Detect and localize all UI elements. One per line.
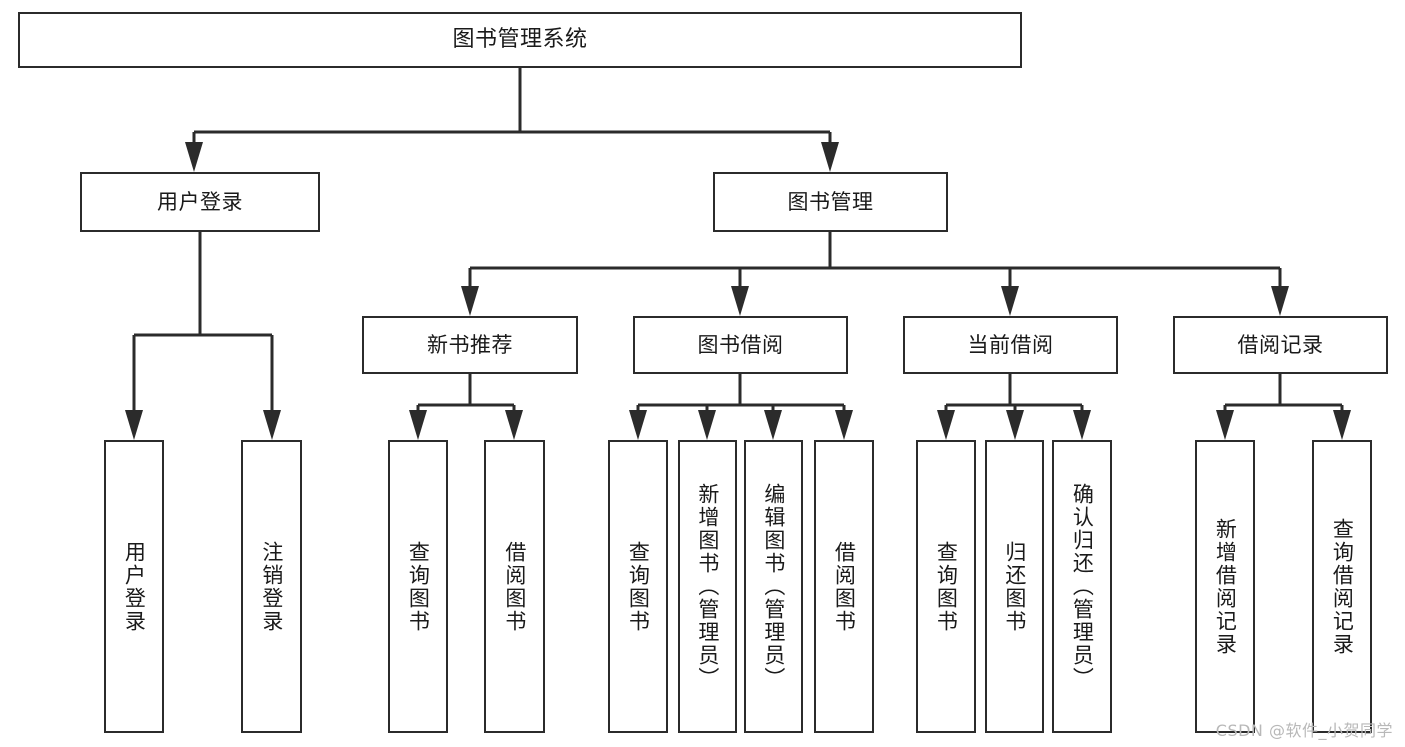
node-label: 图书管理	[787, 189, 874, 214]
arrowhead-icon	[1073, 410, 1091, 440]
node-new-book-recommend[interactable]: 新书推荐	[362, 316, 578, 374]
node-leaf-logout[interactable]: 注销登录	[241, 440, 302, 733]
node-label: 新增图书（管理员）	[695, 483, 720, 690]
node-leaf-query-borrow-record[interactable]: 查询借阅记录	[1312, 440, 1372, 733]
node-label: 确认归还（管理员）	[1070, 483, 1095, 690]
node-leaf-user-login[interactable]: 用户登录	[104, 440, 164, 733]
arrowhead-icon	[461, 286, 479, 316]
arrowhead-icon	[937, 410, 955, 440]
node-book-manage[interactable]: 图书管理	[713, 172, 948, 232]
arrowhead-icon	[505, 410, 523, 440]
arrowhead-icon	[764, 410, 782, 440]
node-label: 编辑图书（管理员）	[761, 483, 786, 690]
node-user-login[interactable]: 用户登录	[80, 172, 320, 232]
arrowhead-icon	[1001, 286, 1019, 316]
node-leaf-edit-book-admin[interactable]: 编辑图书（管理员）	[744, 440, 803, 733]
node-root[interactable]: 图书管理系统	[18, 12, 1022, 68]
node-label: 用户登录	[122, 540, 147, 633]
arrowhead-icon	[1006, 410, 1024, 440]
arrowhead-icon	[629, 410, 647, 440]
node-leaf-borrow-book-2[interactable]: 借阅图书	[814, 440, 874, 733]
node-label: 借阅记录	[1237, 332, 1324, 357]
node-leaf-add-borrow-record[interactable]: 新增借阅记录	[1195, 440, 1255, 733]
node-leaf-add-book-admin[interactable]: 新增图书（管理员）	[678, 440, 737, 733]
node-current-borrow[interactable]: 当前借阅	[903, 316, 1118, 374]
node-label: 借阅图书	[832, 540, 857, 633]
node-label: 查询图书	[626, 540, 651, 633]
arrowhead-icon	[835, 410, 853, 440]
edge-lines	[132, 68, 1344, 433]
node-label: 借阅图书	[502, 540, 527, 633]
node-label: 当前借阅	[967, 332, 1054, 357]
edge-arrowheads	[125, 142, 1351, 440]
node-leaf-borrow-book-1[interactable]: 借阅图书	[484, 440, 545, 733]
node-book-borrow[interactable]: 图书借阅	[633, 316, 848, 374]
node-leaf-query-book-3[interactable]: 查询图书	[916, 440, 976, 733]
node-label: 图书借阅	[697, 332, 784, 357]
node-label: 图书管理系统	[452, 27, 588, 53]
node-label: 新书推荐	[427, 332, 513, 357]
arrowhead-icon	[125, 410, 143, 440]
arrowhead-icon	[1216, 410, 1234, 440]
arrowhead-icon	[263, 410, 281, 440]
arrowhead-icon	[698, 410, 716, 440]
node-leaf-query-book-1[interactable]: 查询图书	[388, 440, 448, 733]
node-label: 归还图书	[1002, 540, 1027, 633]
node-label: 新增借阅记录	[1213, 517, 1238, 656]
arrowhead-icon	[185, 142, 203, 172]
arrowhead-icon	[821, 142, 839, 172]
arrowhead-icon	[731, 286, 749, 316]
node-label: 用户登录	[157, 189, 243, 214]
node-leaf-confirm-return-admin[interactable]: 确认归还（管理员）	[1052, 440, 1112, 733]
node-borrow-record[interactable]: 借阅记录	[1173, 316, 1388, 374]
node-label: 查询借阅记录	[1330, 517, 1355, 656]
node-leaf-query-book-2[interactable]: 查询图书	[608, 440, 668, 733]
arrowhead-icon	[1333, 410, 1351, 440]
node-leaf-return-book[interactable]: 归还图书	[985, 440, 1044, 733]
arrowhead-icon	[409, 410, 427, 440]
node-label: 查询图书	[934, 540, 959, 633]
node-label: 注销登录	[259, 540, 284, 633]
arrowhead-icon	[1271, 286, 1289, 316]
node-label: 查询图书	[406, 540, 431, 633]
